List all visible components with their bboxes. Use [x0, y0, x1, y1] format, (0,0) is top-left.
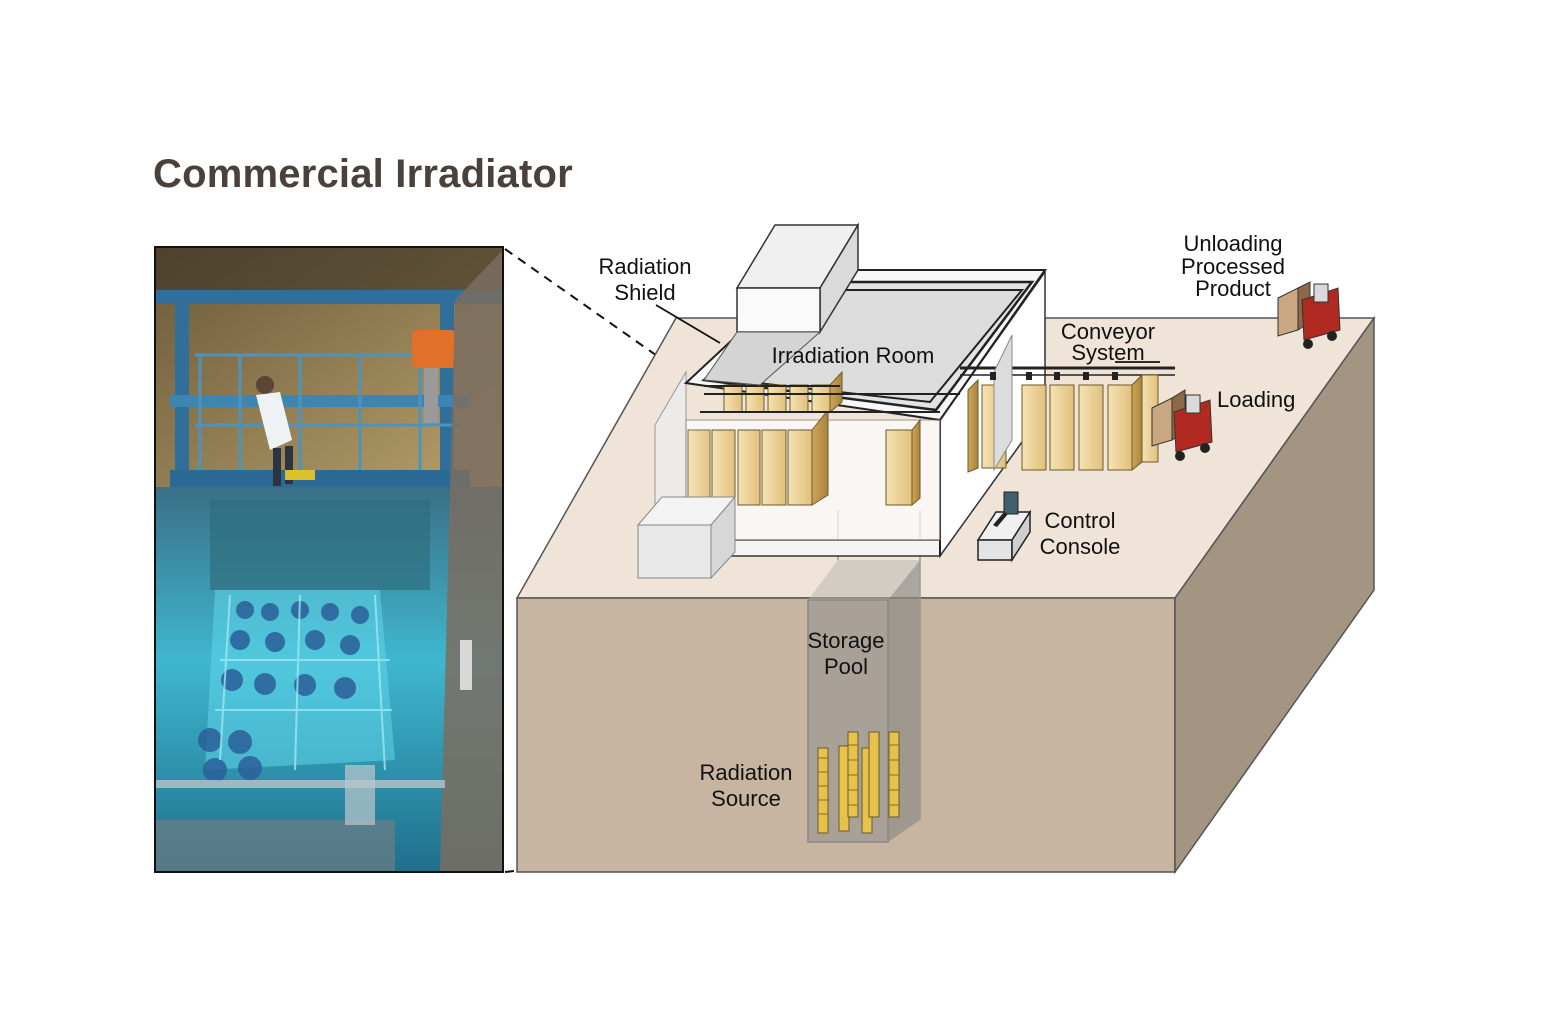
- svg-text:Storage: Storage: [807, 628, 884, 653]
- svg-text:Control: Control: [1045, 508, 1116, 533]
- control-console: [976, 491, 1032, 563]
- svg-text:Radiation: Radiation: [700, 760, 793, 785]
- svg-text:Unloading: Unloading: [1183, 231, 1282, 256]
- label-radiation-source: Radiation Source: [700, 760, 793, 811]
- source-rack-stripes: [818, 744, 899, 815]
- svg-text:Pool: Pool: [824, 654, 868, 679]
- svg-text:Processed: Processed: [1181, 254, 1285, 279]
- leader-lines: [655, 304, 1160, 363]
- label-loading: Loading: [1217, 387, 1295, 412]
- svg-text:Console: Console: [1040, 534, 1121, 559]
- label-irradiation-room: Irradiation Room: [772, 343, 935, 368]
- irradiation-building: [636, 222, 1047, 580]
- svg-text:Conveyor: Conveyor: [1061, 319, 1155, 344]
- photo-frame: [154, 246, 504, 873]
- svg-text:System: System: [1071, 340, 1144, 365]
- svg-text:Radiation: Radiation: [599, 254, 692, 279]
- label-storage-pool: Storage Pool: [807, 628, 884, 679]
- label-control-console: Control Console: [1040, 508, 1121, 559]
- svg-text:Product: Product: [1195, 276, 1271, 301]
- label-radiation-shield: Radiation Shield: [599, 254, 692, 305]
- label-conveyor-system: Conveyor System: [1061, 319, 1155, 365]
- page-title: Commercial Irradiator: [153, 152, 573, 196]
- label-unloading-processed-product: Unloading Processed Product: [1181, 231, 1285, 301]
- forklift-unloading: [1277, 281, 1341, 349]
- facility-photo: [155, 247, 503, 872]
- svg-text:Source: Source: [711, 786, 781, 811]
- forklift-loading: [1151, 389, 1213, 461]
- svg-text:Shield: Shield: [614, 280, 675, 305]
